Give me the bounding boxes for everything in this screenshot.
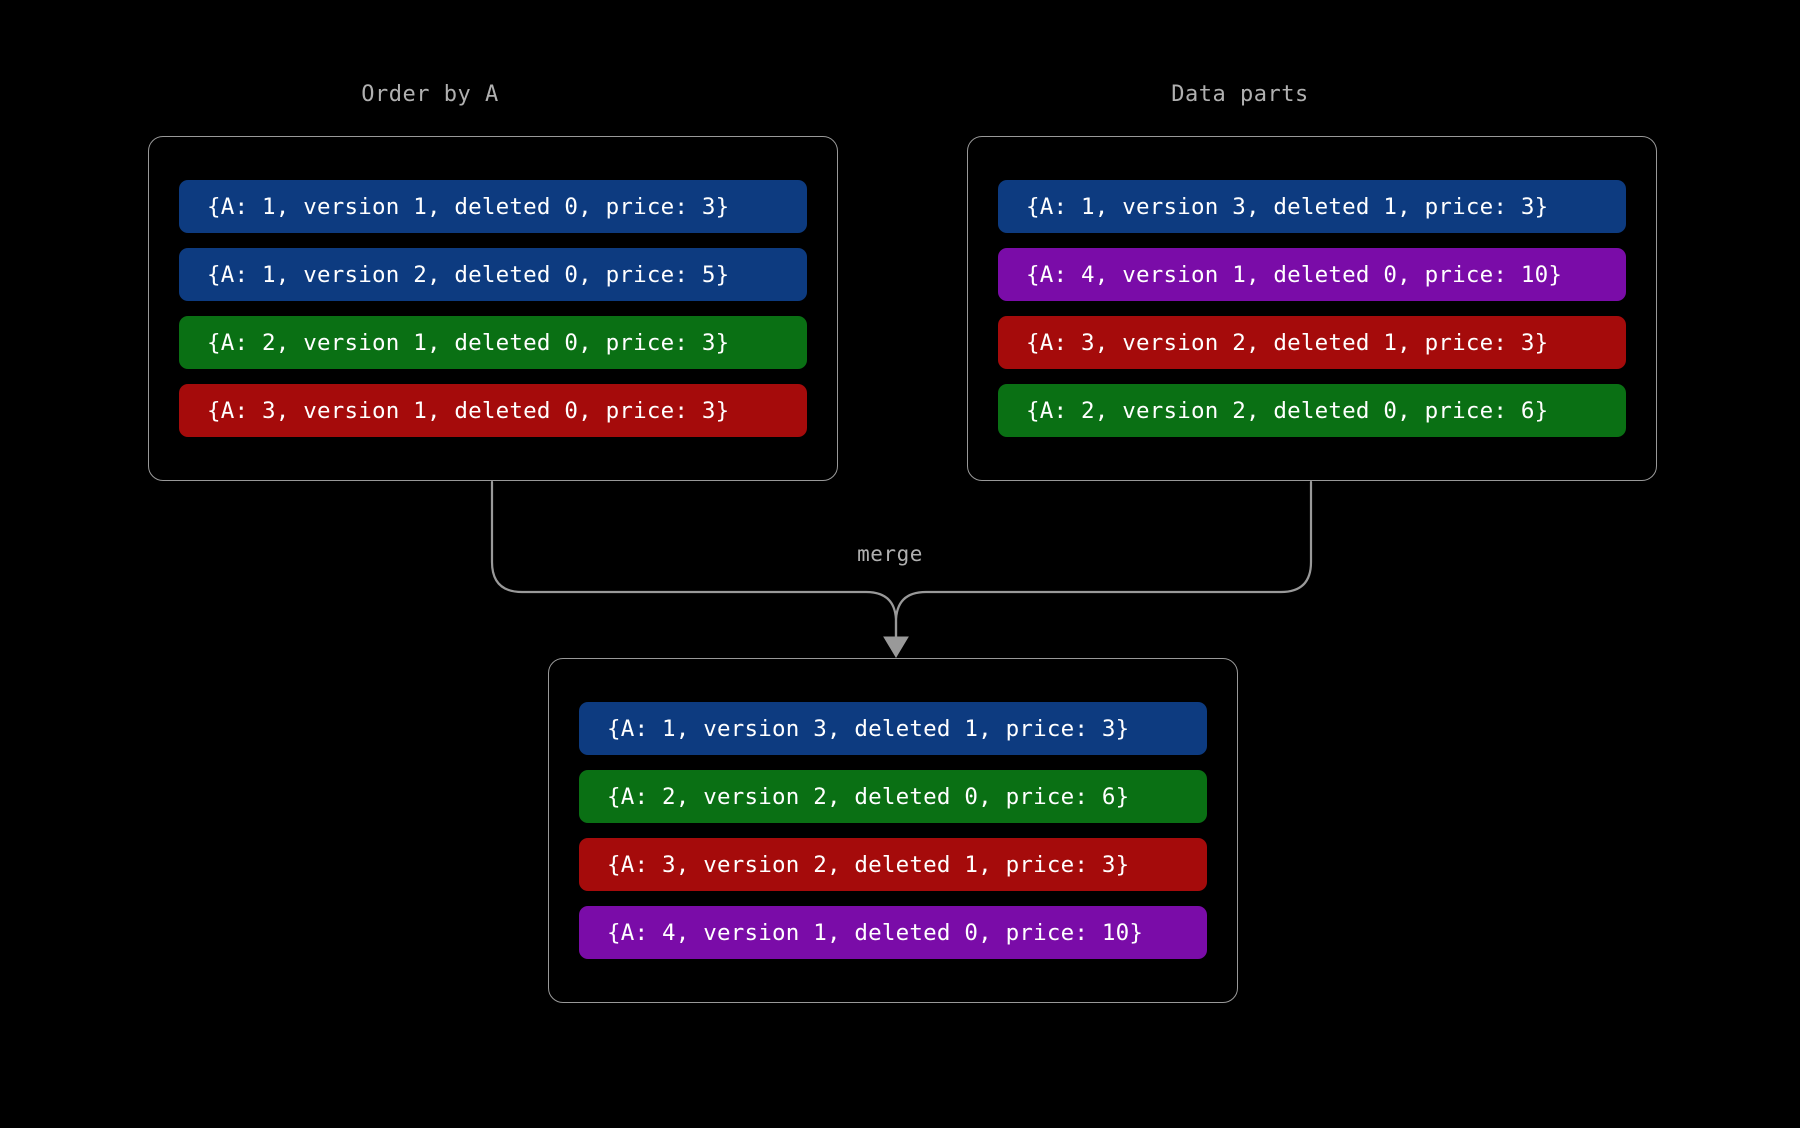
data-row: {A: 1, version 3, deleted 1, price: 3} [998,180,1626,233]
data-row: {A: 4, version 1, deleted 0, price: 10} [998,248,1626,301]
data-row: {A: 3, version 2, deleted 1, price: 3} [579,838,1207,891]
panel-merged-result: {A: 1, version 3, deleted 1, price: 3} {… [548,658,1238,1003]
row-list-order-by-a: {A: 1, version 1, deleted 0, price: 3} {… [149,137,837,480]
data-row: {A: 3, version 1, deleted 0, price: 3} [179,384,807,437]
panel-title-data-parts: Data parts [1171,82,1309,107]
data-row: {A: 1, version 2, deleted 0, price: 5} [179,248,807,301]
panel-title-order-by-a: Order by A [361,82,499,107]
arrow-down-icon [883,636,909,658]
data-row: {A: 3, version 2, deleted 1, price: 3} [998,316,1626,369]
data-row: {A: 1, version 1, deleted 0, price: 3} [179,180,807,233]
data-row: {A: 2, version 2, deleted 0, price: 6} [998,384,1626,437]
panel-data-parts: {A: 1, version 3, deleted 1, price: 3} {… [967,136,1657,481]
merge-label: merge [857,542,923,566]
data-row: {A: 1, version 3, deleted 1, price: 3} [579,702,1207,755]
data-row: {A: 2, version 2, deleted 0, price: 6} [579,770,1207,823]
row-list-merged: {A: 1, version 3, deleted 1, price: 3} {… [549,659,1237,1002]
panel-order-by-a: {A: 1, version 1, deleted 0, price: 3} {… [148,136,838,481]
data-row: {A: 2, version 1, deleted 0, price: 3} [179,316,807,369]
row-list-data-parts: {A: 1, version 3, deleted 1, price: 3} {… [968,137,1656,480]
data-row: {A: 4, version 1, deleted 0, price: 10} [579,906,1207,959]
